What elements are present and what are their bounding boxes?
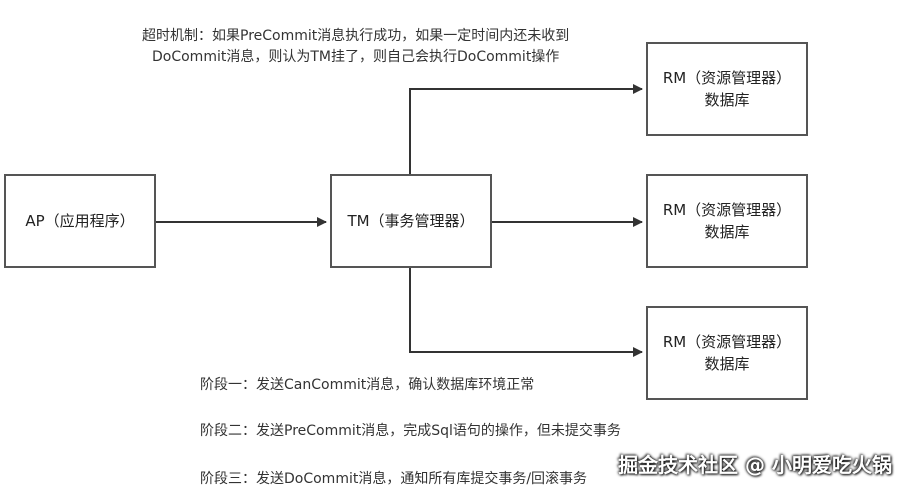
rm-node-2: RM（资源管理器） 数据库 bbox=[646, 174, 808, 268]
rm-node-1: RM（资源管理器） 数据库 bbox=[646, 42, 808, 136]
ap-node: AP（应用程序） bbox=[4, 174, 156, 268]
rm-node-1-sublabel: 数据库 bbox=[704, 91, 750, 109]
watermark: 掘金技术社区 @ 小明爱吃火锅 bbox=[618, 453, 892, 477]
rm-node-3-label: RM（资源管理器） bbox=[662, 333, 792, 351]
stage-3-text: 阶段三：发送DoCommit消息，通知所有库提交事务/回滚事务 bbox=[200, 471, 588, 487]
tm-node: TM（事务管理器） bbox=[330, 174, 492, 268]
stage-2-text: 阶段二：发送PreCommit消息，完成Sql语句的操作，但未提交事务 bbox=[200, 423, 621, 439]
rm-node-1-label: RM（资源管理器） bbox=[662, 69, 792, 87]
rm-node-2-label: RM（资源管理器） bbox=[662, 201, 792, 219]
stage-1-text: 阶段一：发送CanCommit消息，确认数据库环境正常 bbox=[200, 377, 535, 393]
timeout-note-line-1: 超时机制：如果PreCommit消息执行成功，如果一定时间内还未收到 bbox=[142, 28, 570, 44]
ap-node-label: AP（应用程序） bbox=[25, 212, 135, 230]
rm-node-3-sublabel: 数据库 bbox=[704, 355, 750, 373]
timeout-note-line-2: DoCommit消息，则认为TM挂了，则自己会执行DoCommit操作 bbox=[152, 49, 560, 65]
edge-tm-to-rm-1 bbox=[409, 84, 643, 174]
edge-tm-to-rm-3 bbox=[409, 268, 643, 357]
timeout-note: 超时机制：如果PreCommit消息执行成功，如果一定时间内还未收到 DoCom… bbox=[142, 26, 569, 68]
tm-node-label: TM（事务管理器） bbox=[347, 212, 475, 230]
rm-node-2-sublabel: 数据库 bbox=[704, 223, 750, 241]
rm-node-3: RM（资源管理器） 数据库 bbox=[646, 306, 808, 400]
